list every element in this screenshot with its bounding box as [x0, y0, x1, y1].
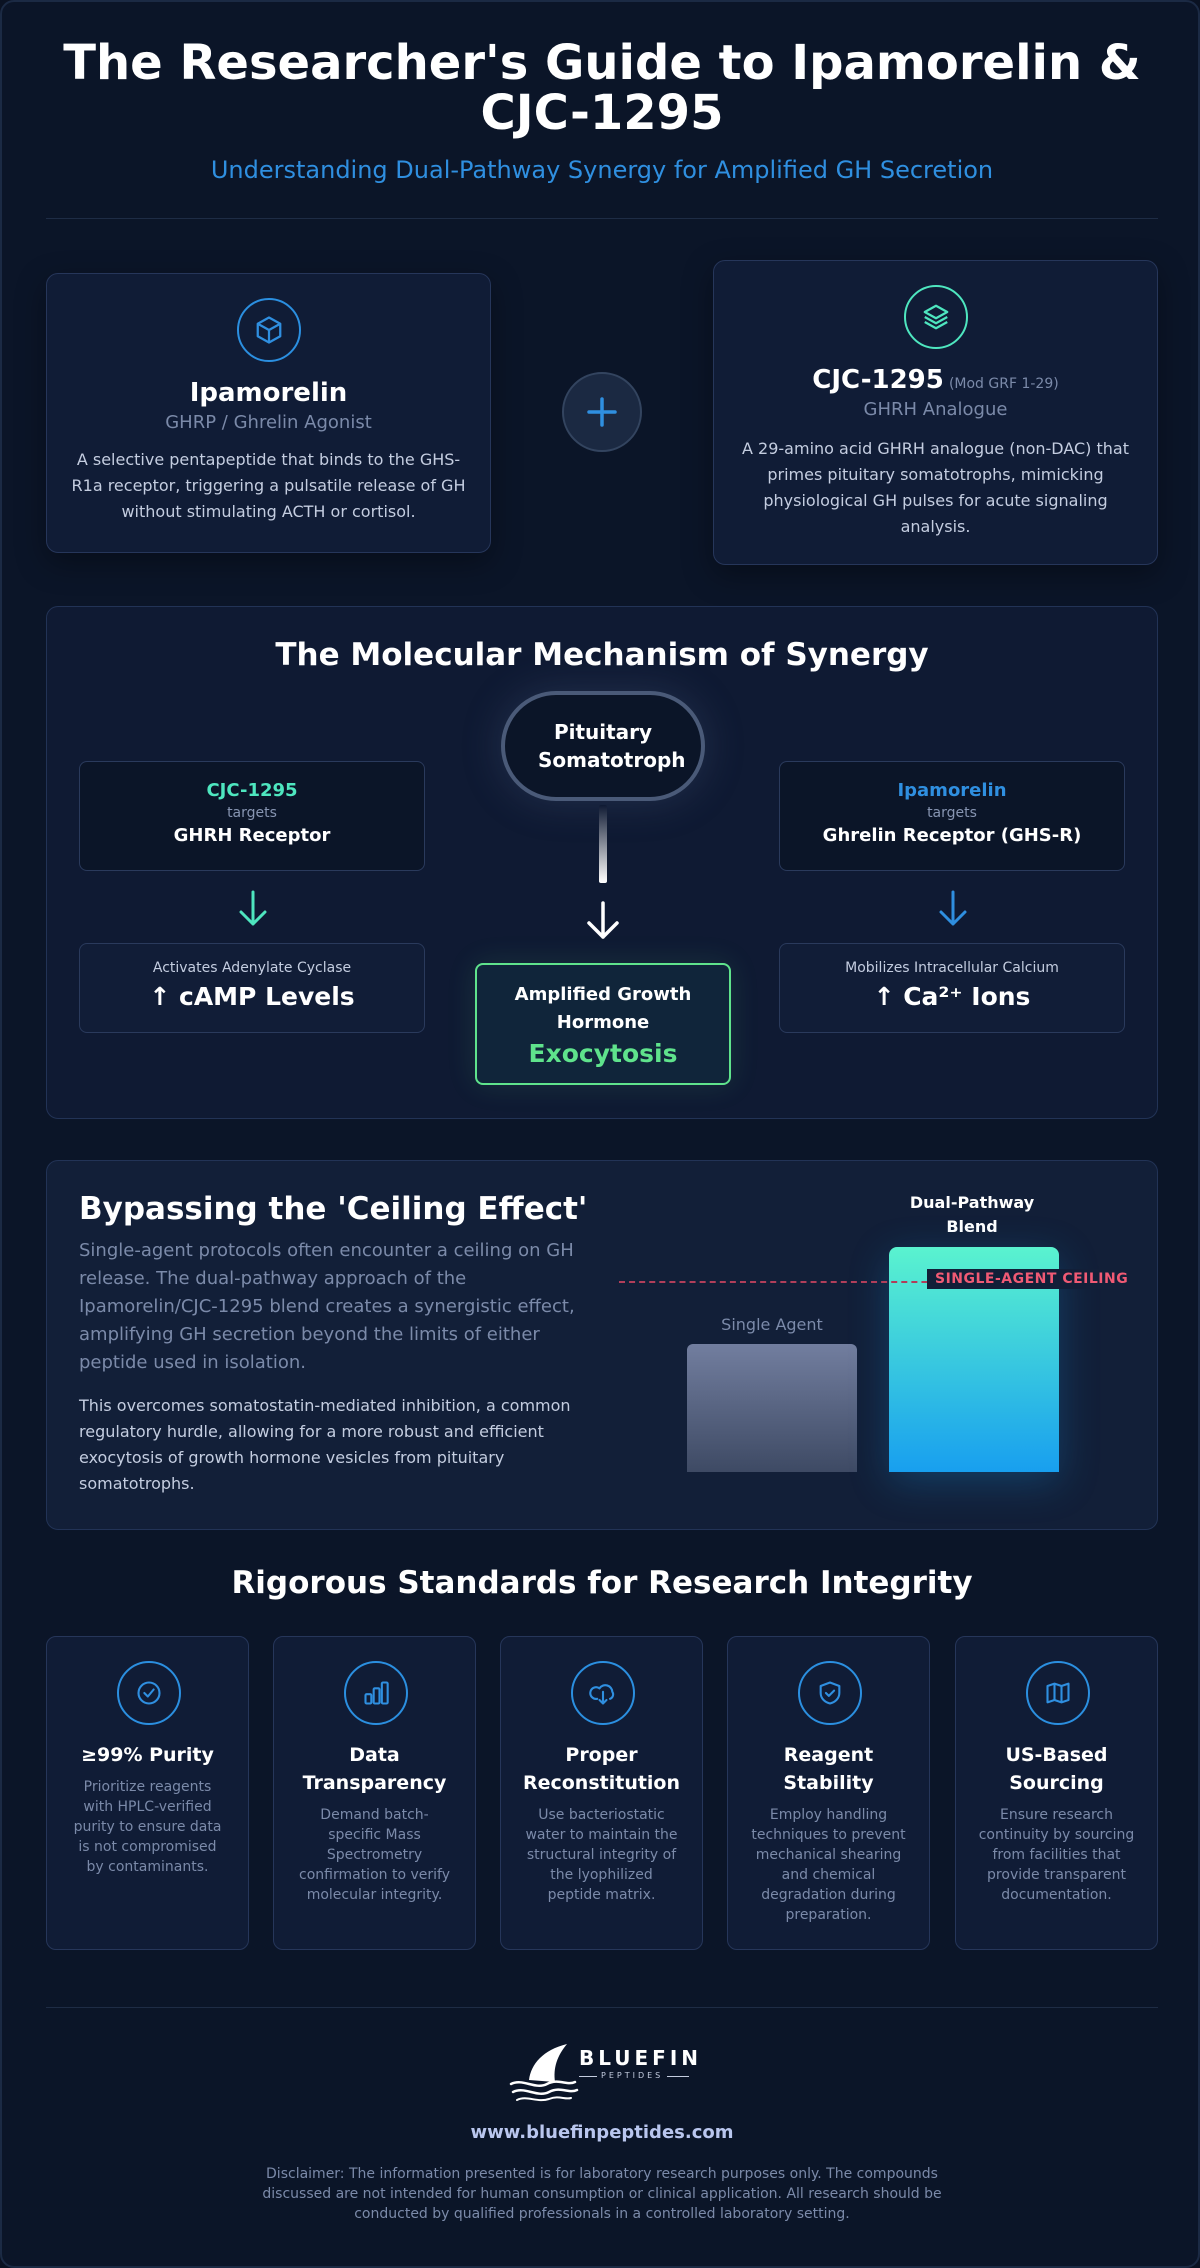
result-line2: Exocytosis: [528, 1039, 678, 1068]
plus-icon: [562, 372, 642, 452]
cjc-arrow-down-icon: [239, 890, 267, 926]
ceiling-panel: Bypassing the 'Ceiling Effect' Single-ag…: [46, 1160, 1158, 1530]
camp-effect-label: Activates Adenylate Cyclase: [152, 960, 352, 976]
cube-icon: [236, 298, 301, 362]
cjc-subtitle: GHRH Analogue: [863, 399, 1008, 420]
mechanism-panel: The Molecular Mechanism of Synergy Pitui…: [46, 606, 1158, 1119]
ceiling-line: [619, 1280, 1119, 1283]
header-divider: [46, 218, 1158, 219]
layers-icon: [903, 285, 968, 349]
standards-title: Rigorous Standards for Research Integrit…: [231, 1565, 973, 1601]
standard-description: Demand batch-specific Mass Spectrometry …: [299, 1807, 450, 1903]
standard-card-purity: ≥99% Purity Prioritize reagents with HPL…: [46, 1636, 249, 1950]
standard-title: Proper Reconstitution: [522, 1744, 681, 1794]
cjc-card: CJC-1295 (Mod GRF 1-29) GHRH Analogue A …: [713, 260, 1158, 565]
cjc-name: CJC-1295: [812, 365, 944, 395]
mechanism-title: The Molecular Mechanism of Synergy: [275, 637, 929, 673]
pituitary-node: Pituitary Somatotroph: [501, 691, 705, 801]
ceiling-title: Bypassing the 'Ceiling Effect': [79, 1191, 588, 1227]
cjc-name-note: (Mod GRF 1-29): [948, 376, 1059, 392]
ipamorelin-subtitle: GHRP / Ghrelin Agonist: [165, 412, 372, 433]
check-circle-icon: [117, 1661, 181, 1725]
standard-card-transparency: Data Transparency Demand batch-specific …: [273, 1636, 476, 1950]
map-icon: [1026, 1661, 1090, 1725]
disclaimer: Disclaimer: The information presented is…: [262, 2166, 942, 2222]
center-connector: [599, 805, 607, 883]
bluefin-logo: BLUEFIN PEPTIDES: [507, 2040, 698, 2106]
standard-card-sourcing: US-Based Sourcing Ensure research contin…: [955, 1636, 1158, 1950]
ipamorelin-description: A selective pentapeptide that binds to t…: [71, 450, 466, 521]
cjc-description: A 29-amino acid GHRH analogue (non-DAC) …: [742, 439, 1129, 536]
center-arrow-down-icon: [587, 901, 619, 939]
camp-box: Activates Adenylate Cyclase ↑ cAMP Level…: [79, 943, 425, 1033]
exocytosis-result-box: Amplified Growth Hormone Exocytosis: [475, 963, 731, 1085]
standard-description: Ensure research continuity by sourcing f…: [978, 1807, 1135, 1903]
calcium-box: Mobilizes Intracellular Calcium ↑ Ca²⁺ I…: [779, 943, 1125, 1033]
standard-description: Prioritize reagents with HPLC-verified p…: [73, 1779, 222, 1875]
standard-title: ≥99% Purity: [81, 1744, 214, 1766]
ipamorelin-name: Ipamorelin: [189, 378, 348, 408]
standard-title: Reagent Stability: [783, 1744, 874, 1794]
ceiling-paragraph-1: Single-agent protocols often encounter a…: [79, 1240, 575, 1373]
header: The Researcher's Guide to Ipamorelin & C…: [46, 38, 1158, 184]
cjc-name-row: CJC-1295 (Mod GRF 1-29): [714, 365, 1157, 395]
result-line1: Amplified Growth Hormone: [514, 984, 692, 1033]
cjc-targets-label: targets: [227, 805, 277, 821]
calcium-effect-label: Mobilizes Intracellular Calcium: [845, 960, 1059, 976]
brand-name: BLUEFIN: [579, 2046, 703, 2070]
footer-divider: [46, 2007, 1158, 2008]
cloud-download-icon: [571, 1661, 635, 1725]
ipamorelin-agent-label: Ipamorelin: [897, 780, 1007, 801]
ceiling-paragraph-2: This overcomes somatostatin-mediated inh…: [79, 1396, 571, 1493]
camp-effect-value: ↑ cAMP Levels: [149, 982, 355, 1011]
ceiling-label: SINGLE-AGENT CEILING: [927, 1268, 1137, 1289]
bluefin-logo-icon: [509, 2044, 579, 2102]
standard-card-stability: Reagent Stability Employ handling techni…: [727, 1636, 930, 1950]
website-link[interactable]: www.bluefinpeptides.com: [470, 2122, 734, 2143]
standard-description: Employ handling techniques to prevent me…: [751, 1807, 906, 1923]
ghrh-receptor-label: GHRH Receptor: [173, 825, 331, 846]
standard-description: Use bacteriostatic water to maintain the…: [525, 1807, 678, 1903]
standard-title: US-Based Sourcing: [1005, 1744, 1108, 1794]
calcium-effect-value: ↑ Ca²⁺ Ions: [873, 982, 1031, 1011]
standard-card-reconstitution: Proper Reconstitution Use bacteriostatic…: [500, 1636, 703, 1950]
dual-bar-label: Dual-Pathway Blend: [909, 1193, 1035, 1236]
shield-check-icon: [798, 1661, 862, 1725]
ipamorelin-targets-label: targets: [927, 805, 977, 821]
brand-subname: PEPTIDES: [597, 2071, 668, 2080]
single-agent-bar: [687, 1343, 857, 1472]
cjc-receptor-box: CJC-1295 targets GHRH Receptor: [79, 761, 425, 871]
pituitary-label: Pituitary Somatotroph: [538, 720, 686, 772]
ghrelin-receptor-label: Ghrelin Receptor (GHS-R): [822, 825, 1082, 846]
ipamorelin-receptor-box: Ipamorelin targets Ghrelin Receptor (GHS…: [779, 761, 1125, 871]
page-subtitle: Understanding Dual-Pathway Synergy for A…: [210, 156, 994, 184]
standard-title: Data Transparency: [302, 1744, 447, 1794]
bar-chart-icon: [344, 1661, 408, 1725]
single-bar-label: Single Agent: [721, 1315, 823, 1334]
page-title: The Researcher's Guide to Ipamorelin & C…: [63, 35, 1141, 141]
ipamorelin-arrow-down-icon: [939, 890, 967, 926]
cjc-agent-label: CJC-1295: [206, 780, 298, 801]
ipamorelin-card: Ipamorelin GHRP / Ghrelin Agonist A sele…: [46, 273, 491, 553]
